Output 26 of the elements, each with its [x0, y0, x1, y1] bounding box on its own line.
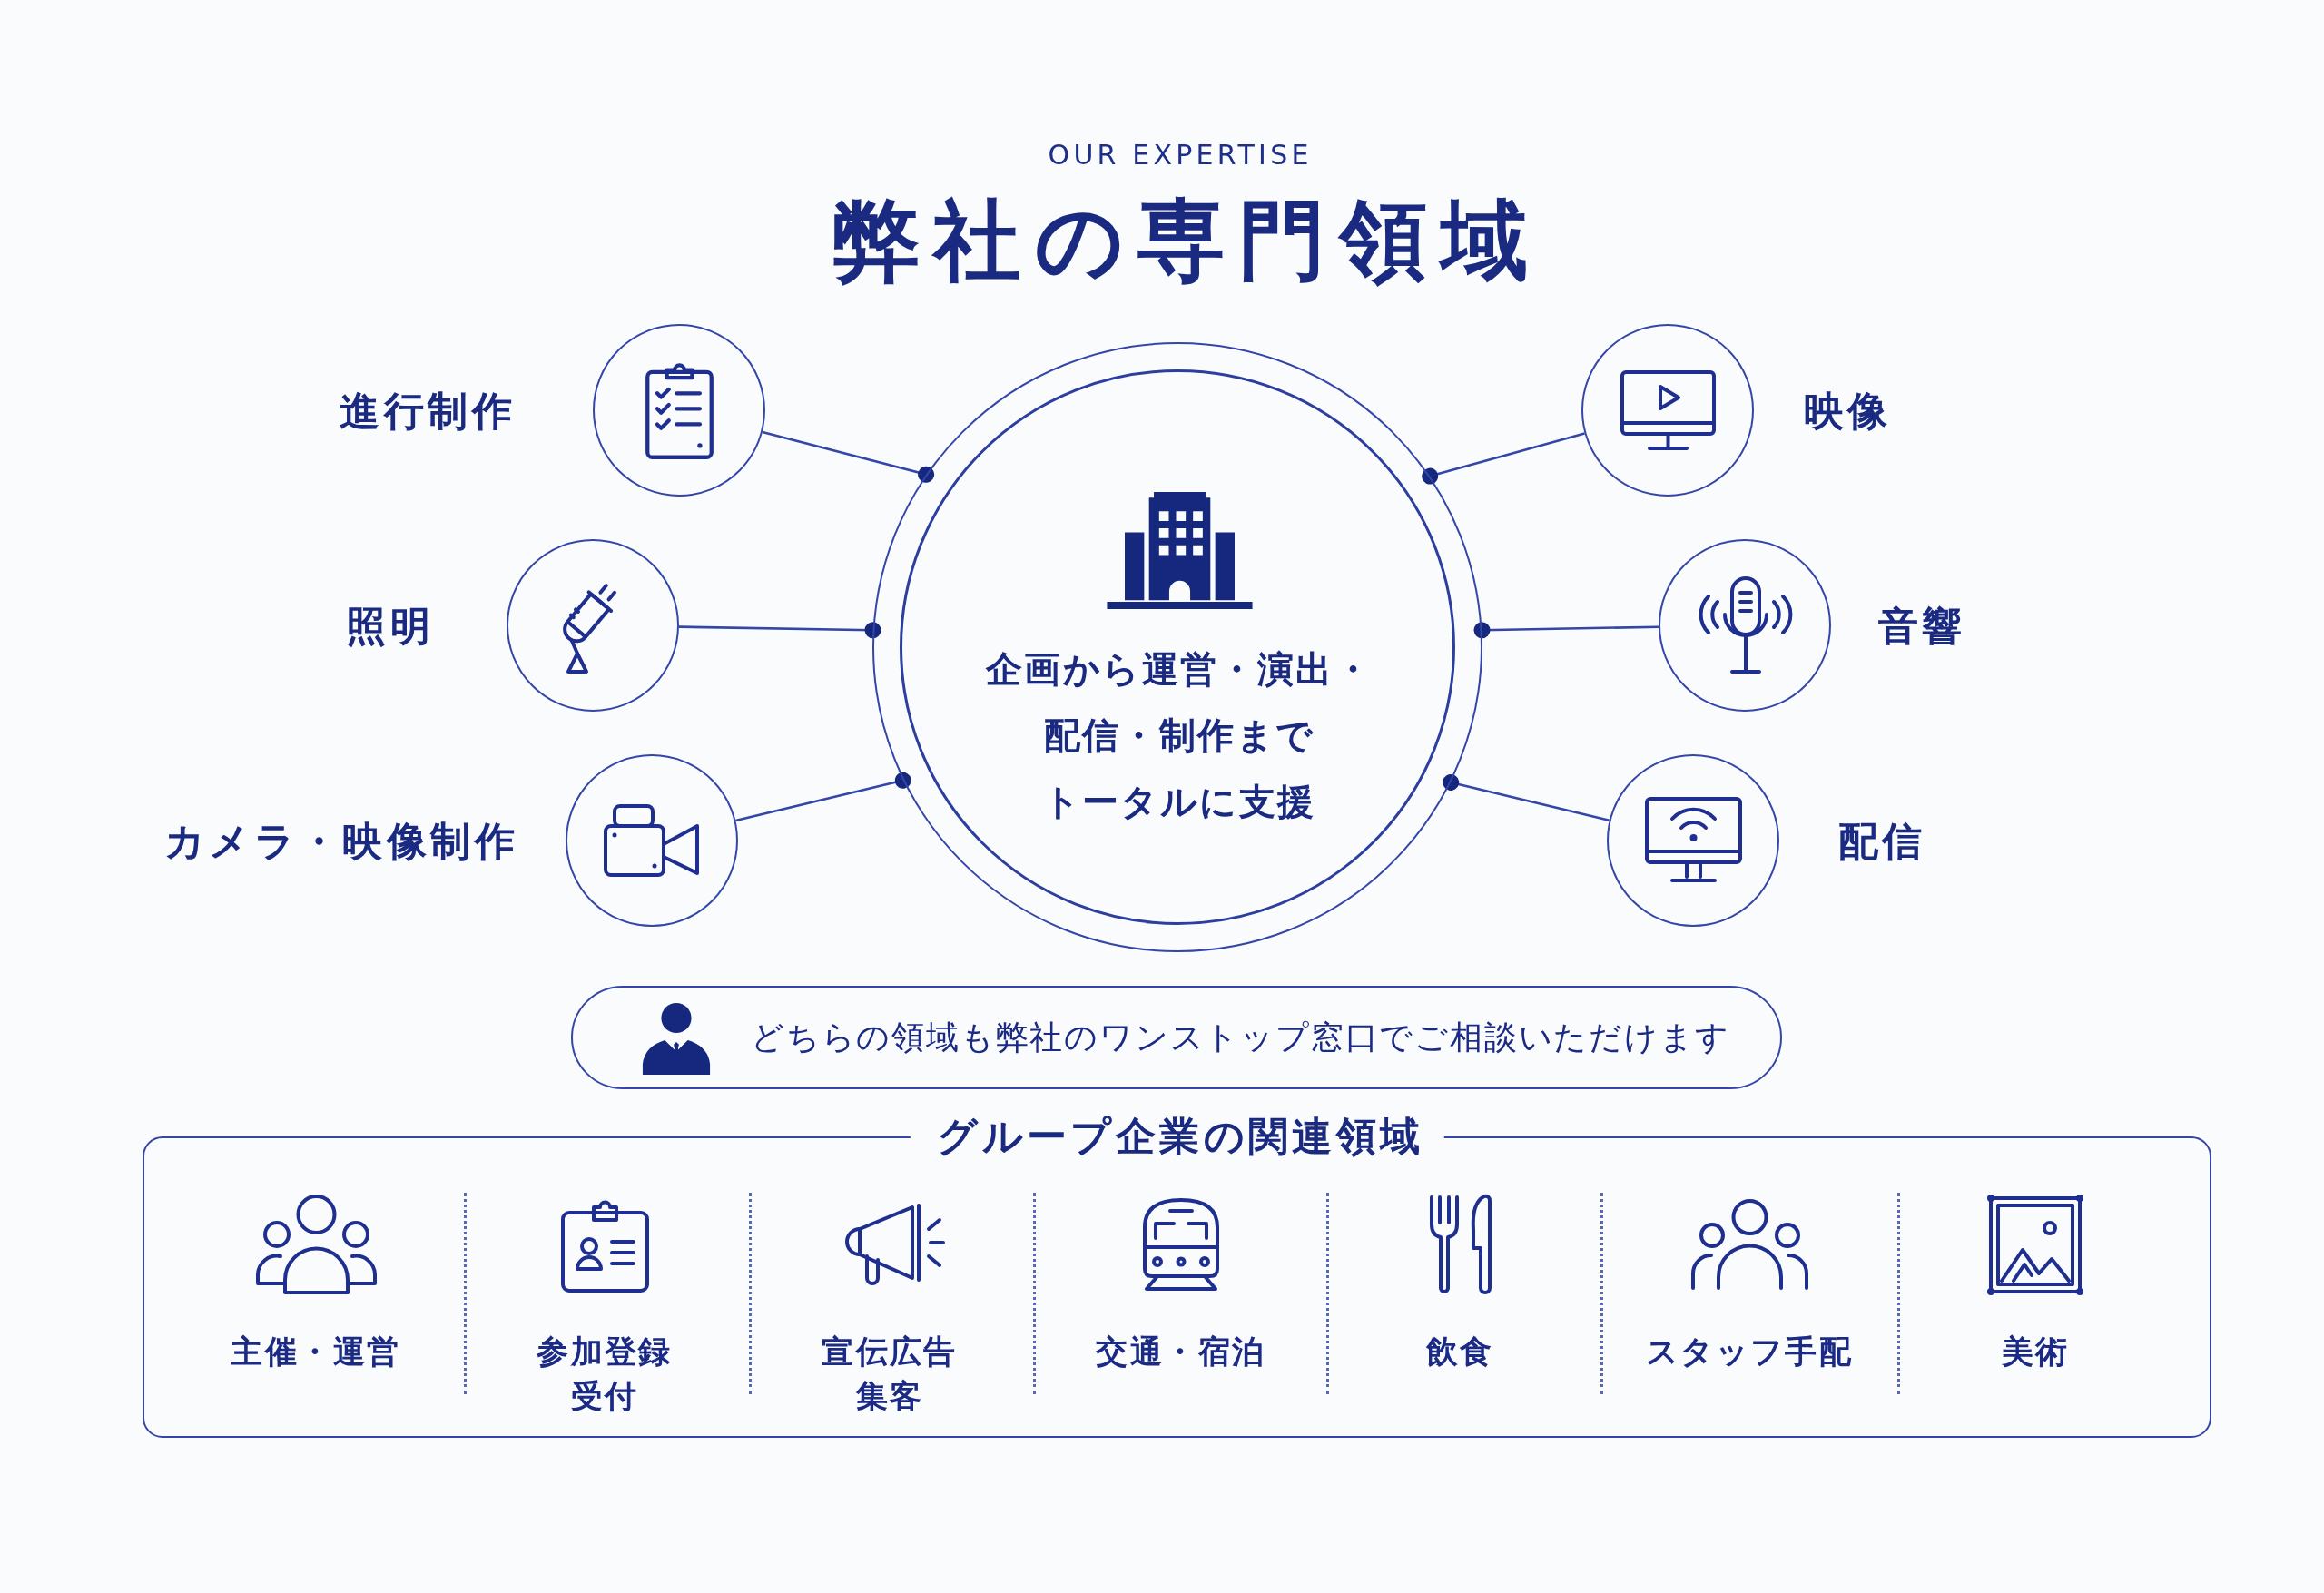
- category-label: 交通・宿泊: [1096, 1332, 1266, 1372]
- connector-line: [1422, 432, 1585, 485]
- kicker-text: OUR EXPERTISE: [1047, 139, 1313, 172]
- service-label: カメラ・映像制作: [163, 816, 518, 866]
- service-label: 照明: [346, 601, 434, 651]
- category-label: スタッフ手配: [1645, 1332, 1854, 1372]
- hub-text: 企画から運営・演出・配信・制作までトータルに支援: [984, 647, 1374, 824]
- service-label: 配信: [1838, 816, 1926, 866]
- category-label: 美術: [2001, 1332, 2070, 1372]
- connector-line: [762, 430, 935, 483]
- category-label: 宣伝広告集客: [821, 1332, 959, 1416]
- message-text: どちらの領域も弊社のワンストップ窓口でご相談いただけます: [751, 1017, 1730, 1057]
- connector-line: [1443, 773, 1610, 822]
- panel-heading: グループ企業の関連領域: [910, 1113, 1444, 1160]
- connector-line: [735, 772, 911, 822]
- category-label: 参加登録受付: [536, 1332, 674, 1416]
- service-label: 映像: [1804, 386, 1892, 436]
- group-panel: [143, 1113, 2211, 1438]
- page-title: 弊社の専門領域: [831, 189, 1542, 294]
- service-label: 進行制作: [340, 386, 516, 436]
- service-label: 音響: [1878, 601, 1966, 651]
- connector-line: [1473, 622, 1659, 639]
- category-label: 主催・運営: [231, 1332, 401, 1372]
- hub-circle: [872, 342, 1482, 952]
- category-label: 飲食: [1425, 1332, 1494, 1372]
- connector-line: [678, 622, 881, 639]
